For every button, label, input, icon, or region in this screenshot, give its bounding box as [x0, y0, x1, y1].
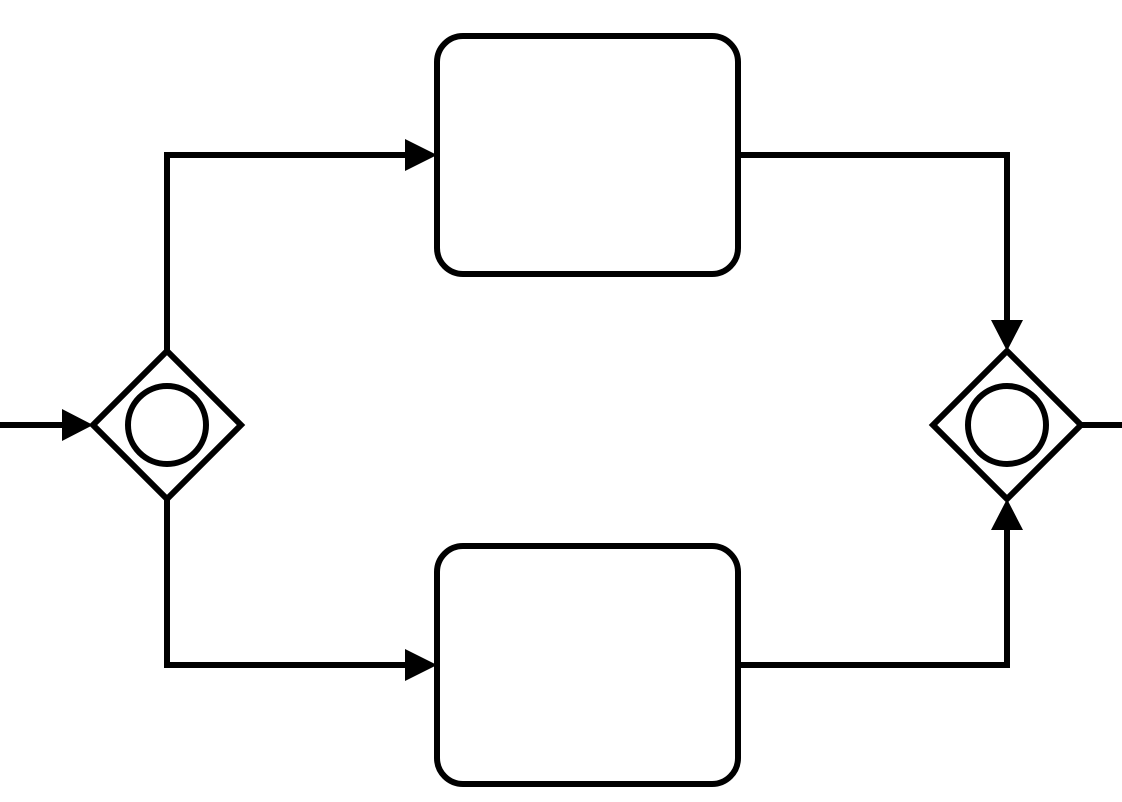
flow-split-to-task-top-arrowhead: [405, 139, 437, 171]
incoming-flow-arrowhead: [62, 409, 93, 441]
flow-task-bottom-to-join-arrowhead: [991, 499, 1023, 530]
flow-task-bottom-to-join[interactable]: [738, 499, 1023, 668]
flow-task-top-to-join-arrowhead: [991, 320, 1023, 351]
task-bottom[interactable]: [434, 543, 741, 787]
flow-task-top-to-join[interactable]: [738, 152, 1023, 351]
split-gateway[interactable]: [88, 346, 246, 504]
inclusive-gateway-circle-icon: [125, 383, 209, 467]
inclusive-gateway-circle-icon: [965, 383, 1049, 467]
flow-split-to-task-bottom-arrowhead: [405, 649, 437, 681]
task-top[interactable]: [434, 33, 741, 277]
flow-split-to-task-bottom[interactable]: [164, 499, 437, 681]
join-gateway[interactable]: [928, 346, 1086, 504]
flow-split-to-task-top[interactable]: [164, 139, 437, 351]
incoming-flow[interactable]: [0, 409, 93, 441]
sequence-flows: [0, 139, 1122, 681]
